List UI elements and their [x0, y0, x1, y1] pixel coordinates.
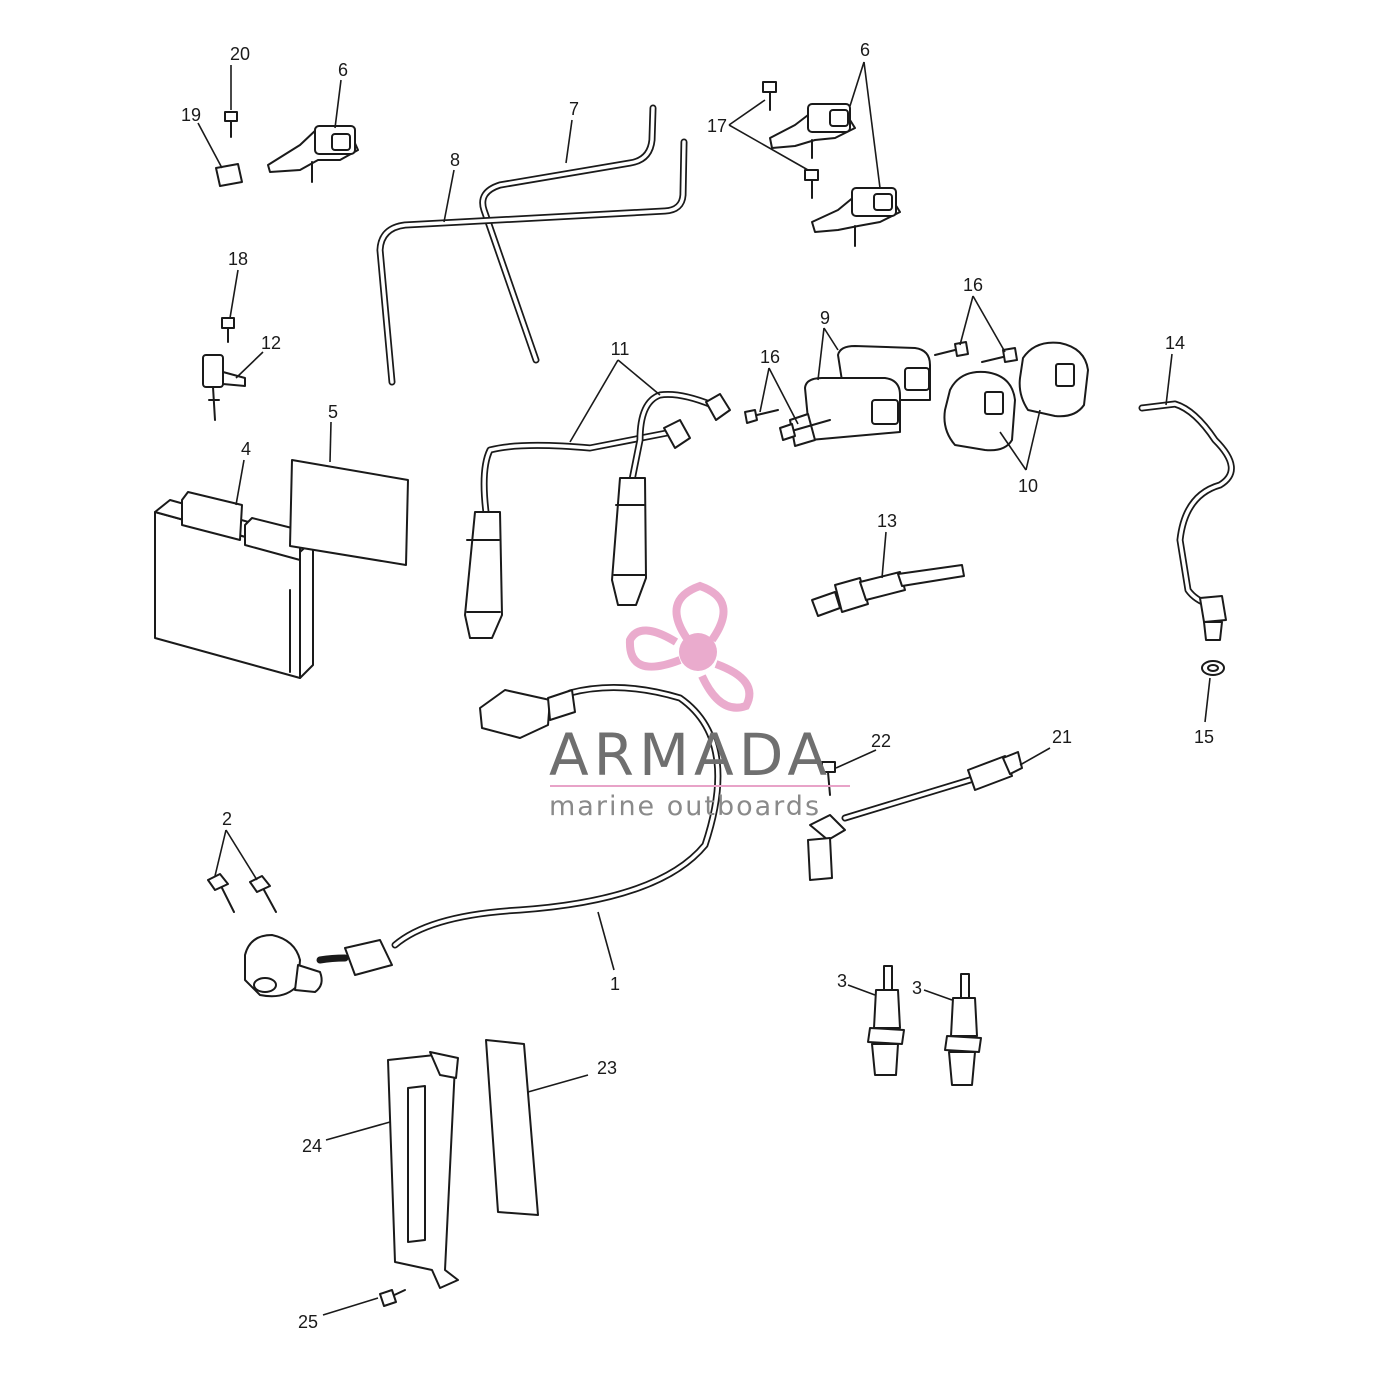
coil-9-front [789, 377, 901, 447]
propeller-blade [698, 660, 754, 712]
callout-3-left: 3 [837, 971, 847, 991]
bolt-16-d [981, 347, 1018, 363]
callout-10: 10 [1018, 476, 1038, 496]
callout-22: 22 [871, 731, 891, 751]
bolt-22 [821, 761, 836, 796]
clip-19 [215, 163, 243, 187]
bolt-17-upper [762, 81, 777, 111]
callout-11: 11 [611, 339, 630, 359]
propeller-logo-icon [625, 581, 754, 712]
ht-leads-11 [464, 391, 731, 639]
callout-5: 5 [328, 402, 338, 422]
callout-23: 23 [597, 1058, 617, 1078]
propeller-blade [672, 581, 728, 643]
callout-6-right: 6 [860, 40, 870, 60]
callout-7: 7 [569, 99, 579, 119]
pad-5 [289, 459, 409, 566]
bolt-16-c [934, 341, 969, 357]
watermark-subtitle: marine outboards [549, 791, 821, 822]
hose-7 [479, 104, 657, 364]
propeller-hub [679, 633, 717, 671]
callout-16-left: 16 [760, 347, 780, 367]
screw-25 [379, 1289, 406, 1307]
spark-plug-3-left [867, 965, 905, 1076]
sensor-13 [811, 564, 965, 617]
sensor-12 [202, 354, 246, 421]
callout-6-left: 6 [338, 60, 348, 80]
callout-labels: 20 6 19 7 8 17 6 18 12 5 4 11 9 16 16 10… [181, 40, 1214, 1332]
callout-24: 24 [302, 1136, 322, 1156]
bolt-16-b [779, 419, 831, 441]
bolt-17-lower [804, 169, 819, 199]
callout-2: 2 [222, 809, 232, 829]
callout-12: 12 [261, 333, 281, 353]
sensor-6-right-lower [811, 187, 901, 247]
bolt-2-left [207, 873, 235, 913]
callout-14: 14 [1165, 333, 1185, 353]
callout-9: 9 [820, 308, 830, 328]
callout-21: 21 [1052, 727, 1072, 747]
callout-4: 4 [241, 439, 251, 459]
callout-25: 25 [298, 1312, 318, 1332]
spark-plug-3-right [944, 973, 982, 1086]
callout-18: 18 [228, 249, 248, 269]
bolt-2-right [249, 875, 277, 913]
callout-8: 8 [450, 150, 460, 170]
bolt-16-a [744, 409, 779, 424]
sensor-14 [1138, 400, 1235, 641]
callout-15: 15 [1194, 727, 1214, 747]
propeller-blade [625, 626, 682, 671]
callout-1: 1 [610, 974, 620, 994]
harness-1 [244, 684, 722, 998]
watermark: ARMADA marine outboards [549, 581, 850, 822]
sensor-6-left [267, 125, 359, 183]
callout-3-right: 3 [912, 978, 922, 998]
bolt-18 [221, 317, 235, 343]
watermark-title: ARMADA [549, 721, 832, 789]
leader-lines [197, 61, 1211, 1316]
ecu-4 [154, 491, 314, 679]
callout-16-right: 16 [963, 275, 983, 295]
sensor-21 [807, 751, 1023, 881]
bolt-20 [224, 111, 238, 138]
hose-8 [376, 138, 688, 386]
callout-17: 17 [707, 116, 727, 136]
callout-19: 19 [181, 105, 201, 125]
pad-23 [485, 1039, 539, 1216]
cover-10-left [943, 370, 1016, 452]
callout-13: 13 [877, 511, 897, 531]
callout-20: 20 [230, 44, 250, 64]
washer-15 [1201, 660, 1225, 676]
cover-10-right [1018, 341, 1089, 418]
sensor-6-right-upper [769, 103, 856, 159]
bracket-24 [387, 1051, 459, 1289]
